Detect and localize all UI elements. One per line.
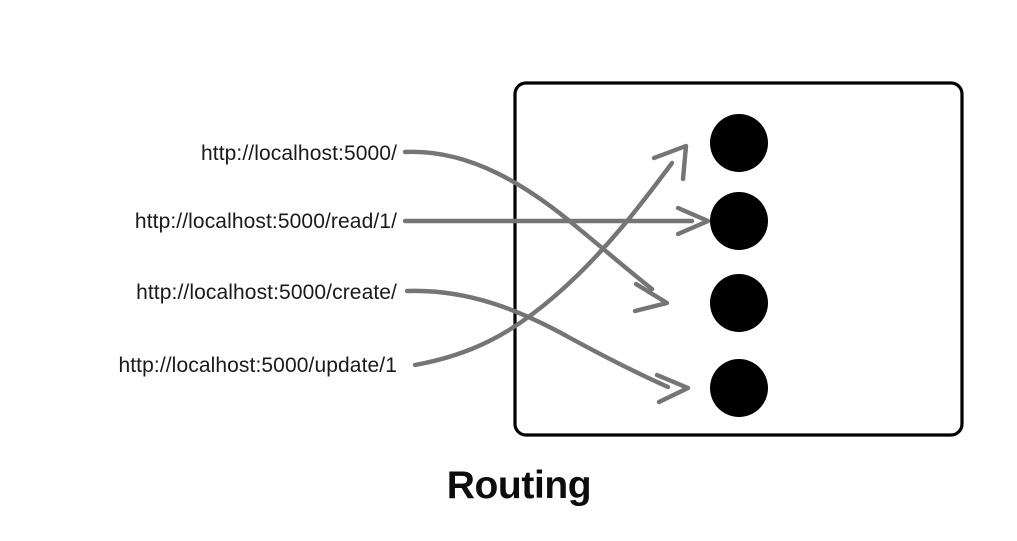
arrow-create-to-node4 [404, 288, 691, 405]
node-3[interactable] [710, 274, 768, 332]
arrow-read-to-node2 [402, 205, 711, 237]
node-4[interactable] [710, 359, 768, 417]
request-url-update: http://localhost:5000/update/1 [118, 354, 397, 377]
router-box [513, 81, 964, 437]
diagram-title: Routing [446, 464, 592, 507]
request-url-root: http://localhost:5000/ [201, 142, 397, 165]
node-2[interactable] [710, 192, 768, 250]
request-url-read: http://localhost:5000/read/1/ [134, 210, 397, 233]
arrow-update-to-node1 [412, 143, 689, 368]
node-1[interactable] [710, 114, 768, 172]
arrow-root-to-node3 [402, 149, 670, 314]
request-url-create: http://localhost:5000/create/ [136, 281, 397, 304]
